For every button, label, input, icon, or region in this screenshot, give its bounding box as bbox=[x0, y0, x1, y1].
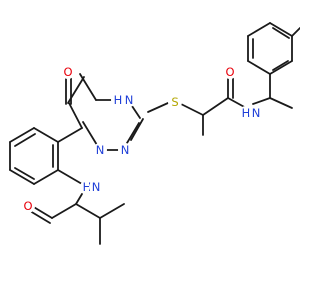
bond bbox=[9, 169, 35, 185]
bond bbox=[31, 205, 53, 219]
bond bbox=[130, 118, 144, 141]
bond bbox=[202, 97, 229, 116]
bond-layer bbox=[9, 22, 300, 245]
ring-n1-bg bbox=[118, 143, 132, 157]
bond bbox=[252, 97, 271, 105]
ring-n2-bg bbox=[93, 143, 107, 157]
bond bbox=[75, 193, 83, 205]
bond bbox=[147, 102, 169, 113]
nh-amide-right-h-bg bbox=[239, 106, 253, 120]
bond bbox=[269, 60, 293, 75]
bond bbox=[82, 121, 98, 146]
nh-ring-n-label: N bbox=[125, 93, 134, 107]
bond bbox=[247, 60, 271, 75]
o-amide-right-bg bbox=[223, 65, 237, 79]
nh-ring-h-label: H bbox=[114, 93, 123, 107]
bond bbox=[126, 122, 140, 144]
molecule-structure: O H N S O H N N N H N O bbox=[9, 22, 300, 245]
o-amide-left-bg bbox=[21, 199, 35, 213]
bond bbox=[272, 60, 289, 71]
nh-left-h-label: H bbox=[83, 180, 92, 194]
bond bbox=[9, 127, 35, 143]
o-amide-right-label: O bbox=[225, 65, 234, 79]
bond bbox=[291, 27, 300, 37]
nh-ring-n-bg bbox=[122, 93, 136, 107]
bond bbox=[14, 133, 36, 147]
bond bbox=[68, 102, 83, 129]
bond bbox=[99, 203, 125, 219]
atom-labels: O H N S O H N N N H N O bbox=[21, 65, 263, 213]
bond bbox=[14, 167, 35, 180]
o-ketone-bg bbox=[61, 65, 75, 79]
nh-amide-right-n-label: N bbox=[252, 106, 261, 120]
bond bbox=[272, 27, 290, 39]
bond bbox=[180, 103, 204, 116]
o-amide-left-label: O bbox=[23, 199, 32, 213]
bond bbox=[57, 127, 83, 143]
ring-n2-label: N bbox=[96, 143, 105, 157]
bond bbox=[29, 210, 51, 224]
nh-left-n-bg bbox=[89, 180, 103, 194]
nh-left-n-label: N bbox=[92, 180, 101, 194]
ring-n1-label: N bbox=[121, 143, 130, 157]
bond bbox=[57, 169, 83, 185]
bond bbox=[247, 22, 271, 37]
nh-amide-right-h-label: H bbox=[242, 106, 251, 120]
sulfur-bg bbox=[168, 95, 182, 109]
bond bbox=[269, 97, 293, 109]
bond bbox=[75, 203, 101, 219]
bond bbox=[51, 203, 77, 219]
o-ketone-label: O bbox=[63, 65, 72, 79]
bond bbox=[33, 127, 59, 143]
nh-amide-right-n-bg bbox=[249, 106, 263, 120]
bond bbox=[33, 169, 59, 185]
sulfur-label: S bbox=[171, 95, 178, 109]
bond bbox=[269, 22, 293, 37]
nh-ring-h-bg bbox=[111, 93, 125, 107]
